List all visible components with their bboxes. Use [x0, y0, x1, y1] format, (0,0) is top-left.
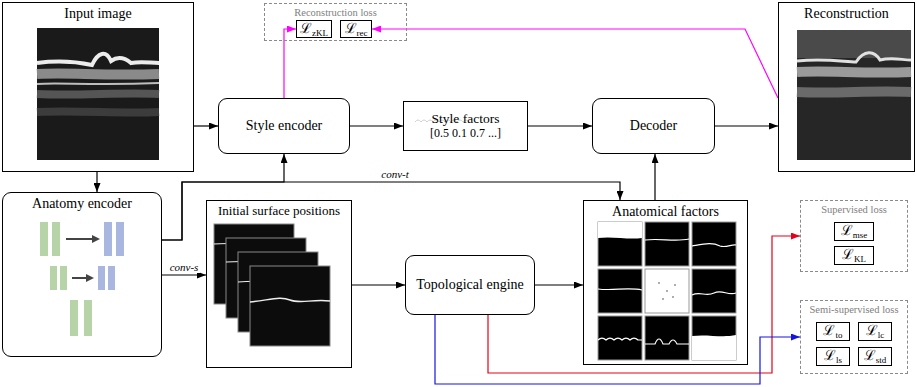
loss-term-text: ℒstd	[864, 348, 887, 365]
loss-term-text: ℒto	[823, 323, 842, 340]
node-label: Reconstruction	[804, 6, 889, 22]
loss-group: Reconstruction lossℒzKL ℒrec	[264, 3, 407, 41]
loss-term-text: ℒrec	[345, 21, 368, 38]
connector-arrow	[96, 172, 97, 192]
connector-arrow	[162, 182, 620, 240]
connector-arrow	[162, 274, 206, 275]
node-label: Input image	[64, 6, 131, 22]
connector-arrow	[352, 284, 405, 285]
connector-arrow	[535, 284, 583, 285]
factor-grid	[598, 222, 736, 360]
connector-arrow	[284, 29, 296, 98]
connector-arrow	[435, 315, 800, 384]
loss-term-text: ℒlc	[866, 323, 885, 340]
connector-arrow	[162, 154, 284, 240]
edge-label: conv-s	[168, 261, 201, 273]
loss-term: ℒlc	[858, 322, 892, 341]
loss-group: Semi-supervised lossℒto ℒlcℒls ℒstd	[800, 300, 908, 374]
encoder-icon	[40, 222, 124, 336]
reconstruction-image	[797, 30, 911, 160]
node-label: Reconstruction loss	[294, 7, 377, 19]
connector-arrow	[372, 29, 778, 98]
loss-term: ℒrec	[340, 20, 372, 38]
loss-term-text: ℒKL	[842, 247, 866, 264]
node-label: Semi-supervised loss	[810, 304, 899, 316]
node-label: Anatomy encoder	[32, 196, 132, 212]
loss-term: ℒto	[816, 322, 850, 341]
loss-term-text: ℒmse	[841, 223, 868, 240]
loss-term: ℒmse	[834, 222, 874, 241]
loss-term: ℒzKL	[296, 20, 332, 38]
node-label: Style factors	[432, 111, 500, 127]
node-label: Style encoder	[246, 118, 323, 134]
node-label: Supervised loss	[821, 204, 887, 216]
loss-term-text: ℒzKL	[300, 21, 328, 38]
node-label: Anatomical factors	[612, 204, 719, 220]
vector-box: Style factors[0.5 0.1 0.7 ...]	[403, 101, 528, 151]
process-box: Topological engine	[405, 255, 535, 315]
surface-stack	[214, 224, 330, 346]
image-panel: Initial surface positions	[206, 200, 352, 368]
process-box: Anatomy encoder	[2, 192, 162, 357]
loss-term-text: ℒls	[824, 348, 842, 365]
oct-image	[37, 28, 159, 160]
process-box: Decoder	[592, 98, 715, 154]
connector-arrow	[715, 125, 778, 126]
loss-group: Supervised lossℒmseℒKL	[800, 200, 908, 272]
node-label: Decoder	[630, 118, 677, 134]
connector-arrow	[528, 125, 592, 126]
process-box: Style encoder	[218, 98, 350, 154]
connector-arrow	[654, 154, 655, 200]
connector-arrow	[194, 125, 218, 126]
node-label: Topological engine	[416, 277, 524, 293]
loss-term: ℒls	[816, 347, 850, 366]
node-label: Initial surface positions	[218, 204, 340, 219]
edge-label: conv-t	[379, 168, 410, 180]
loss-term: ℒstd	[858, 347, 892, 366]
image-panel: Anatomical factors	[583, 200, 748, 365]
image-panel: Reconstruction	[778, 2, 915, 172]
node-label: [0.5 0.1 0.7 ...]	[430, 127, 501, 141]
loss-term: ℒKL	[834, 246, 874, 265]
image-panel: Input image	[2, 2, 194, 172]
connector-arrow	[350, 125, 403, 126]
